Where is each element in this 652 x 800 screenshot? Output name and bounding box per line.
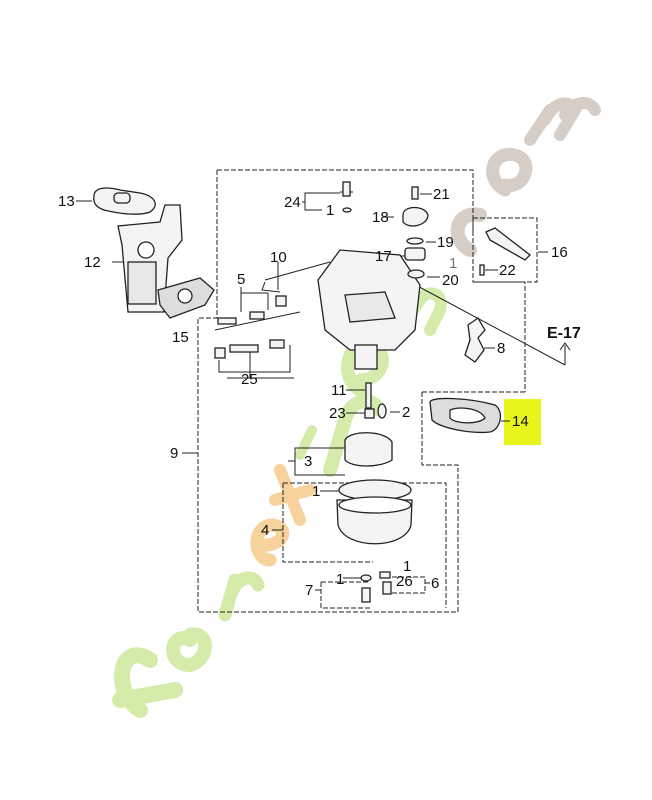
label-part-2: 2 bbox=[402, 404, 411, 421]
label-part-4: 4 bbox=[261, 522, 270, 539]
label-part-13: 13 bbox=[58, 193, 75, 210]
label-part-11: 11 bbox=[331, 382, 347, 399]
label-part-18: 18 bbox=[372, 209, 389, 226]
label-part-1-top: 1 bbox=[326, 202, 335, 219]
label-part-22: 22 bbox=[499, 262, 516, 279]
reference-e17[interactable]: E-17 bbox=[547, 325, 581, 342]
label-part-1-circled: 1 bbox=[449, 255, 458, 272]
label-part-15: 15 bbox=[172, 329, 189, 346]
label-part-23: 23 bbox=[329, 405, 346, 422]
label-part-21: 21 bbox=[433, 186, 450, 203]
label-part-1-26: 1 bbox=[403, 558, 412, 575]
label-part-20: 20 bbox=[442, 272, 459, 289]
highlight-part-14 bbox=[504, 399, 541, 445]
label-part-5: 5 bbox=[237, 271, 246, 288]
label-part-1-bowl: 1 bbox=[312, 483, 321, 500]
label-part-12: 12 bbox=[84, 254, 101, 271]
label-part-24: 24 bbox=[284, 194, 301, 211]
label-part-14: 14 bbox=[512, 413, 529, 430]
label-part-8: 8 bbox=[497, 340, 506, 357]
label-part-19: 19 bbox=[437, 234, 454, 251]
label-part-25: 25 bbox=[241, 371, 258, 388]
label-part-16: 16 bbox=[551, 244, 568, 261]
label-part-3: 3 bbox=[304, 453, 313, 470]
label-part-10: 10 bbox=[270, 249, 287, 266]
label-part-9: 9 bbox=[170, 445, 179, 462]
label-part-17: 17 bbox=[375, 248, 392, 265]
label-part-1-lower: 1 bbox=[336, 571, 345, 588]
label-part-7: 7 bbox=[305, 582, 314, 599]
label-part-6: 6 bbox=[431, 575, 440, 592]
label-part-26: 26 bbox=[396, 573, 413, 590]
